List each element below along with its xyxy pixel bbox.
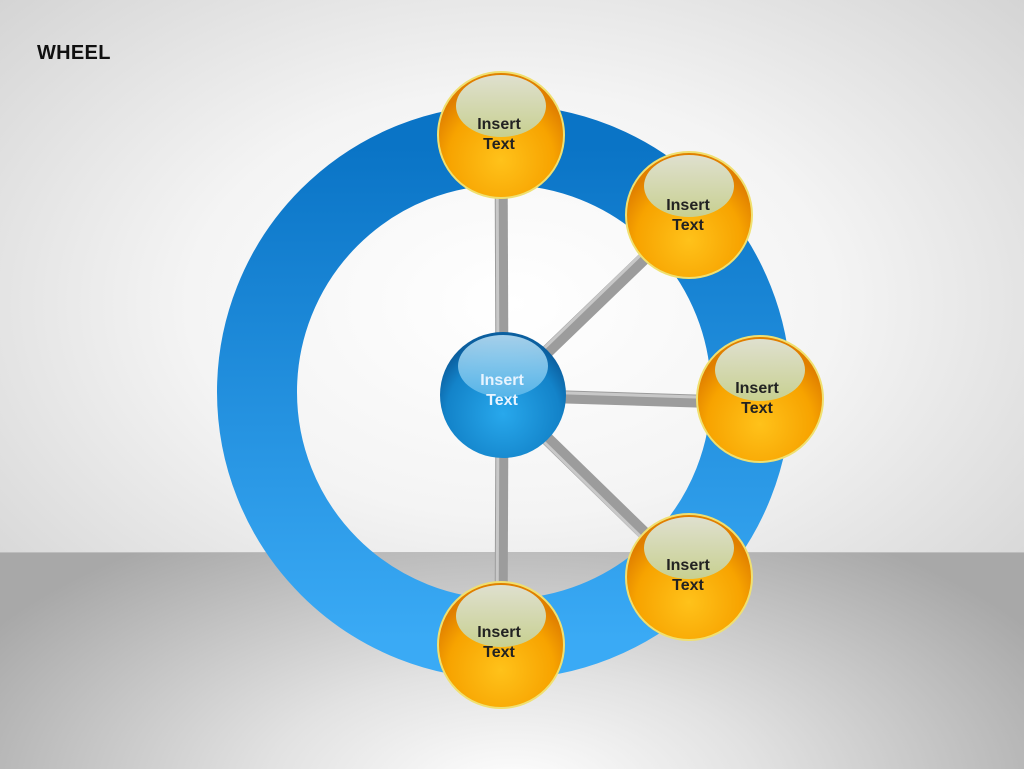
node-2	[625, 151, 753, 279]
node-1-label: Insert Text	[477, 116, 521, 153]
node-4	[625, 513, 753, 641]
node-3-label: Insert Text	[735, 380, 779, 417]
node-3	[696, 335, 824, 463]
page-title: WHEEL	[37, 42, 111, 64]
hub-label: Insert Text	[480, 372, 524, 409]
hub-node	[440, 332, 566, 458]
node-1	[437, 71, 565, 199]
node-5	[437, 581, 565, 709]
node-5-label: Insert Text	[477, 624, 521, 661]
node-4-label: Insert Text	[666, 557, 710, 594]
node-2-label: Insert Text	[666, 197, 710, 234]
